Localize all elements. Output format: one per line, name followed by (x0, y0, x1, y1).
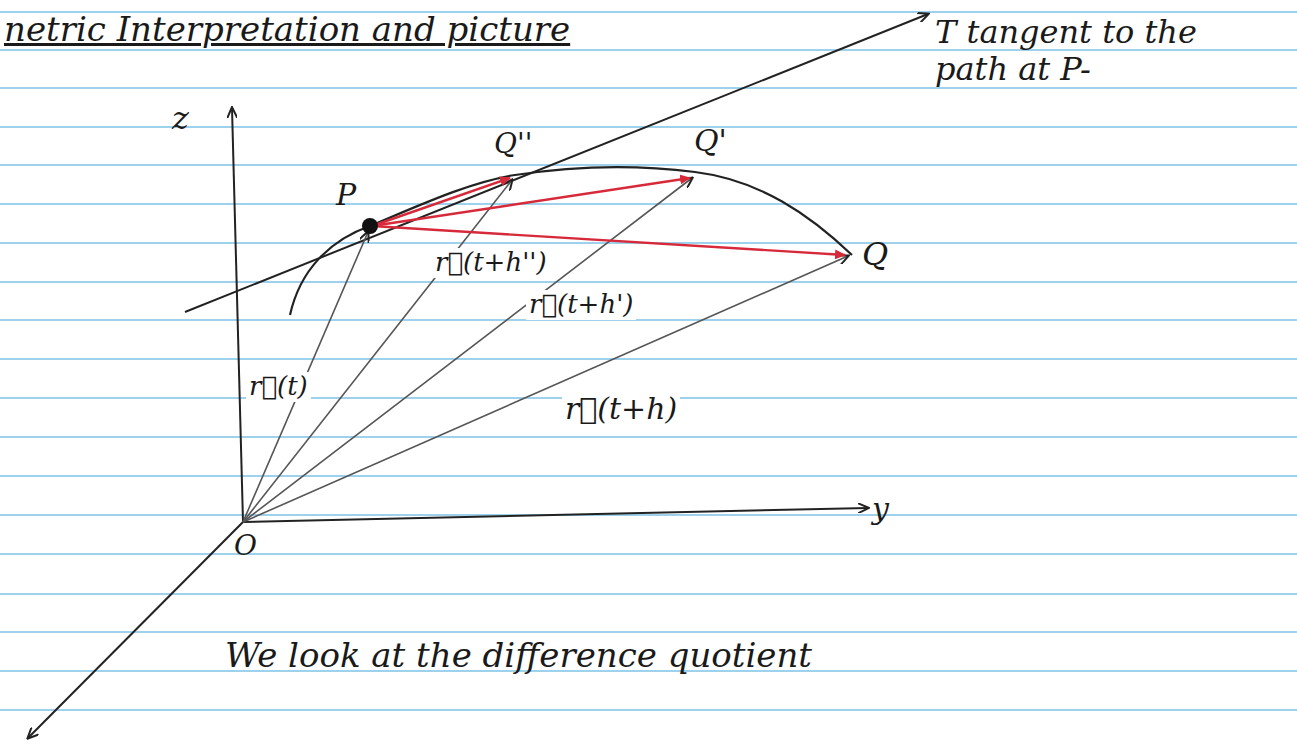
vector-label: r⃗(t+h') (526, 290, 636, 320)
vector-label: r⃗(t) (246, 372, 311, 402)
ruled-lines (0, 12, 1297, 710)
point-label: P (336, 178, 356, 213)
secant-chords (372, 178, 845, 255)
note-text: We look at the difference quotient (225, 636, 812, 675)
origin-label: O (234, 530, 257, 562)
tangent-line (185, 14, 928, 312)
vector-label: r⃗(t+h) (562, 392, 680, 427)
position-vectors (243, 178, 848, 522)
point-label: Q (862, 236, 888, 273)
axis-label: y (872, 492, 889, 527)
tangent-note: T tangent to the path at P- (935, 14, 1280, 88)
page-heading: netric Interpretation and picture (4, 10, 570, 49)
axes (28, 108, 868, 738)
point-label: Q'' (494, 128, 532, 160)
vector-label: r⃗(t+h'') (432, 248, 550, 278)
axis-label: z (172, 100, 189, 137)
point-p (362, 218, 378, 234)
point-label: Q' (694, 124, 727, 159)
